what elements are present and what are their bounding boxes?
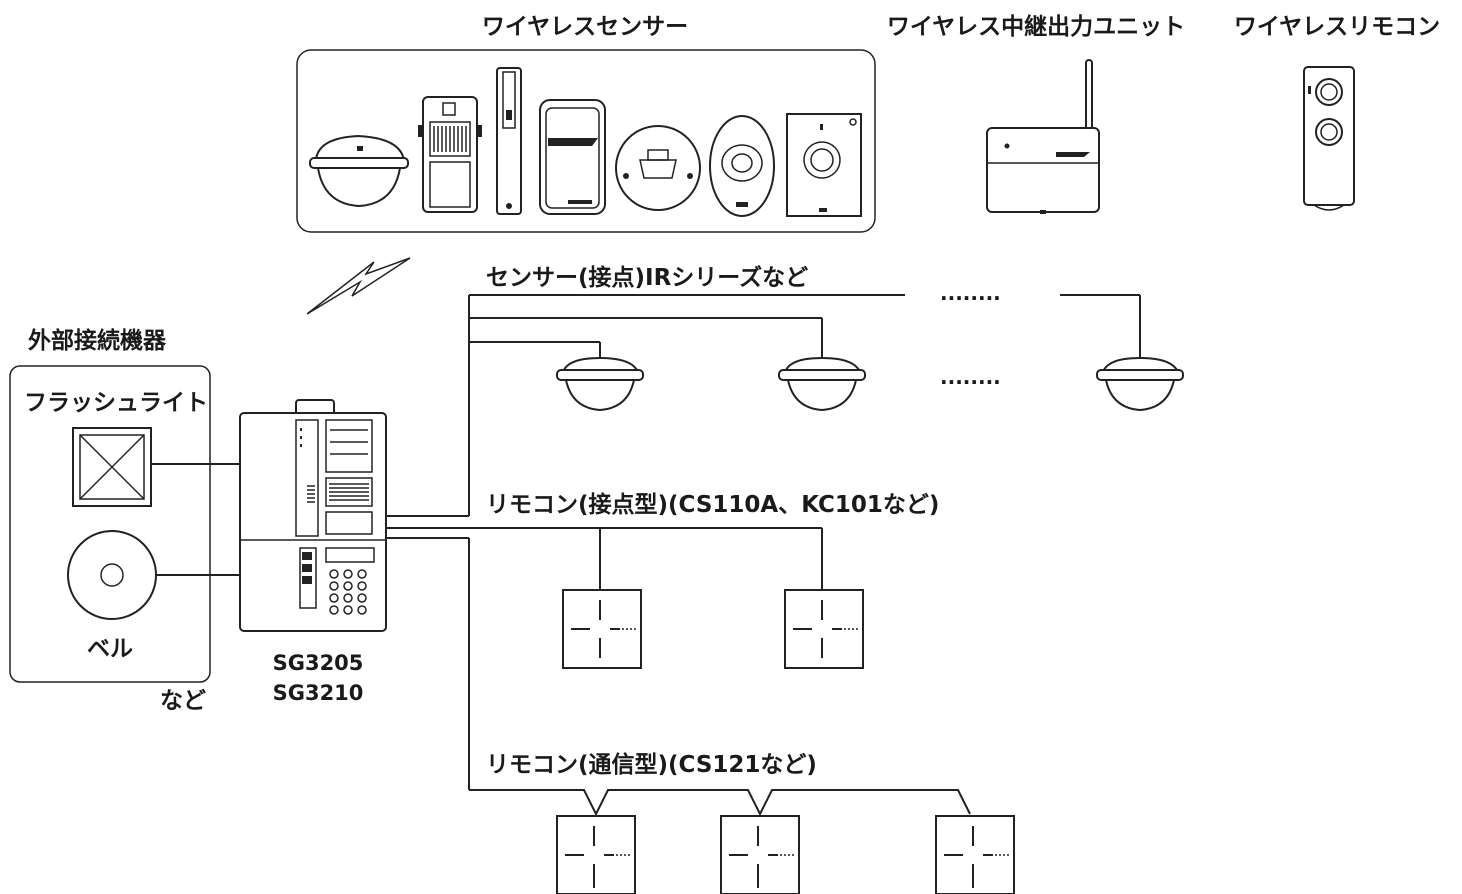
- wired-sensor-icon: [1096, 356, 1184, 412]
- control-panel-icon: [239, 399, 387, 632]
- wireless-sensor-label: ワイヤレスセンサー: [482, 14, 688, 40]
- comm-remote-icon: [720, 815, 800, 894]
- ellipsis-top: ........: [940, 281, 1001, 305]
- wired-sensor-icon: [778, 356, 866, 412]
- door-sensor-icon: [496, 67, 522, 215]
- bell-label: ベル: [87, 636, 133, 662]
- wired-sensor-icon: [556, 356, 644, 412]
- contact-remote-icon: [562, 589, 642, 669]
- etc-label: など: [160, 688, 206, 714]
- remote-contact-label: リモコン(接点型)(CS110A、KC101など): [486, 492, 939, 518]
- model-label-1: SG3205: [273, 651, 364, 675]
- sensor-wiring: [468, 294, 1141, 516]
- sensor-contact-label: センサー(接点)IRシリーズなど: [486, 264, 808, 291]
- bell-icon: [67, 530, 157, 620]
- comm-remote-icon: [935, 815, 1015, 894]
- ellipsis-mid: ........: [940, 365, 1001, 389]
- remote-comm-label: リモコン(通信型)(CS121など): [486, 751, 817, 778]
- panel-sensor-icon: [786, 113, 862, 217]
- pir-sensor-icon: [418, 96, 482, 213]
- comm-remote-icon: [556, 815, 636, 894]
- flashlight-label: フラッシュライト: [24, 390, 208, 416]
- external-devices-frame: [9, 365, 211, 683]
- wireless-remote-label: ワイヤレスリモコン: [1234, 14, 1440, 40]
- external-devices-label: 外部接続機器: [28, 327, 167, 354]
- contact-remote-icon: [784, 589, 864, 669]
- dome-sensor-icon: [309, 134, 409, 208]
- wireless-sensor-frame: [296, 49, 876, 233]
- wireless-signal-icon: [306, 257, 411, 315]
- round-sensor-icon: [615, 125, 701, 211]
- wireless-remote-icon: [1303, 66, 1355, 211]
- wireless-relay-label: ワイヤレス中継出力ユニット: [887, 13, 1185, 40]
- wireless-relay-icon: [986, 59, 1100, 214]
- box-sensor-icon: [539, 99, 606, 215]
- oval-sensor-icon: [709, 115, 775, 217]
- wireless-sensor-group: [296, 49, 876, 233]
- model-label-2: SG3210: [273, 681, 364, 705]
- flashlight-icon: [72, 427, 152, 507]
